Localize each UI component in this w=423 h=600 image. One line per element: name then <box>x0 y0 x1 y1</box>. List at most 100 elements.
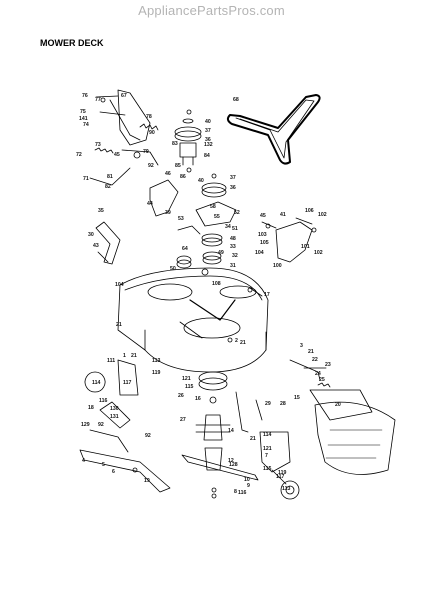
part-callout-75: 75 <box>80 109 86 115</box>
part-callout-21: 21 <box>116 322 122 328</box>
part-callout-115: 115 <box>185 384 193 390</box>
part-callout-12: 12 <box>228 458 234 464</box>
part-callout-77: 77 <box>95 97 101 103</box>
part-callout-49: 49 <box>218 250 224 256</box>
part-callout-32: 32 <box>232 253 238 259</box>
part-callout-119: 119 <box>152 370 160 376</box>
part-callout-7: 7 <box>265 453 268 459</box>
part-callout-117: 117 <box>276 474 284 480</box>
part-callout-45: 45 <box>114 152 120 158</box>
part-callout-113: 113 <box>152 358 160 364</box>
part-callout-34: 34 <box>225 224 231 230</box>
part-callout-22: 22 <box>312 357 318 363</box>
part-callout-19: 19 <box>144 478 150 484</box>
discharge-chute <box>314 401 396 475</box>
part-callout-35: 35 <box>98 208 104 214</box>
part-callout-39: 39 <box>165 210 171 216</box>
part-callout-73: 73 <box>95 142 101 148</box>
part-callout-102: 102 <box>314 250 323 256</box>
part-callout-10: 10 <box>244 477 250 483</box>
part-callout-17: 17 <box>264 292 270 298</box>
part-callout-3: 3 <box>300 343 303 349</box>
part-callout-92: 92 <box>148 163 154 169</box>
part-callout-8: 8 <box>234 489 237 495</box>
part-callout-4: 4 <box>82 458 85 464</box>
part-callout-14: 14 <box>228 428 234 434</box>
part-callout-104: 104 <box>115 282 124 288</box>
part-callout-117: 117 <box>123 380 131 386</box>
part-callout-79: 79 <box>143 149 149 155</box>
part-callout-6: 6 <box>112 469 115 475</box>
part-callout-21: 21 <box>308 349 314 355</box>
part-callout-72: 72 <box>76 152 82 158</box>
part-callout-23: 23 <box>325 362 331 368</box>
part-callout-119: 119 <box>278 470 286 476</box>
part-callout-30: 30 <box>88 232 94 238</box>
part-callout-52: 52 <box>234 210 240 216</box>
rod <box>89 167 131 186</box>
pulley-upper <box>174 126 202 138</box>
part-callout-105: 105 <box>260 240 269 246</box>
part-callout-27: 27 <box>180 417 186 423</box>
part-callout-114: 114 <box>263 432 271 438</box>
part-callout-141: 141 <box>79 116 88 122</box>
part-callout-44: 44 <box>147 201 153 207</box>
hanger-bracket <box>95 221 121 265</box>
part-callout-18: 18 <box>88 405 94 411</box>
part-callout-84: 84 <box>204 153 210 159</box>
spindle-pulley <box>198 371 228 385</box>
part-callout-9: 9 <box>247 483 250 489</box>
gauge-wheel <box>84 371 106 393</box>
gauge-wheel-right <box>280 480 300 500</box>
watermark: AppliancePartsPros.com <box>138 3 285 18</box>
part-callout-37: 37 <box>230 175 236 181</box>
part-callout-67: 67 <box>121 93 127 99</box>
part-callout-33: 33 <box>230 244 236 250</box>
part-callout-28: 28 <box>280 401 286 407</box>
part-callout-121: 121 <box>263 446 272 452</box>
part-callout-90: 90 <box>149 130 155 136</box>
part-callout-81: 81 <box>107 174 113 180</box>
part-callout-15: 15 <box>294 395 300 401</box>
blade <box>181 454 259 481</box>
part-callout-83: 83 <box>172 141 178 147</box>
part-callout-37: 37 <box>205 128 211 134</box>
part-callout-102: 102 <box>318 212 327 218</box>
part-callout-31: 31 <box>230 263 236 269</box>
part-callout-130: 130 <box>110 406 119 412</box>
part-callout-58: 58 <box>210 204 216 210</box>
front-hanger <box>79 449 171 493</box>
part-callout-106: 106 <box>305 208 314 214</box>
part-callout-40: 40 <box>205 119 211 125</box>
discharge-shield <box>275 221 313 263</box>
part-callout-21: 21 <box>250 436 256 442</box>
part-callout-1: 1 <box>123 353 126 359</box>
part-callout-45: 45 <box>260 213 266 219</box>
part-callout-104: 104 <box>255 250 264 256</box>
part-callout-131: 131 <box>110 414 119 420</box>
spring <box>139 123 159 131</box>
part-callout-55: 55 <box>214 214 220 220</box>
part-callout-51: 51 <box>232 226 238 232</box>
part-callout-108: 108 <box>212 281 221 287</box>
part-callout-78: 78 <box>146 114 152 120</box>
deflector <box>309 389 373 421</box>
part-callout-36: 36 <box>205 137 211 143</box>
part-callout-121: 121 <box>182 376 191 382</box>
part-callout-48: 48 <box>230 236 236 242</box>
part-callout-29: 29 <box>265 401 271 407</box>
part-callout-40: 40 <box>198 178 204 184</box>
part-callout-36: 36 <box>230 185 236 191</box>
part-callout-100: 100 <box>273 263 282 269</box>
pulley-lower <box>201 182 227 194</box>
part-callout-111: 111 <box>107 358 115 364</box>
part-callout-115: 115 <box>263 466 271 472</box>
part-callout-116: 116 <box>238 490 246 496</box>
part-callout-86: 86 <box>180 174 186 180</box>
part-callout-21: 21 <box>240 340 246 346</box>
part-callout-132: 132 <box>204 142 213 148</box>
part-callout-128: 128 <box>229 462 238 468</box>
part-callout-20: 20 <box>335 402 341 408</box>
part-callout-50: 50 <box>170 266 176 272</box>
